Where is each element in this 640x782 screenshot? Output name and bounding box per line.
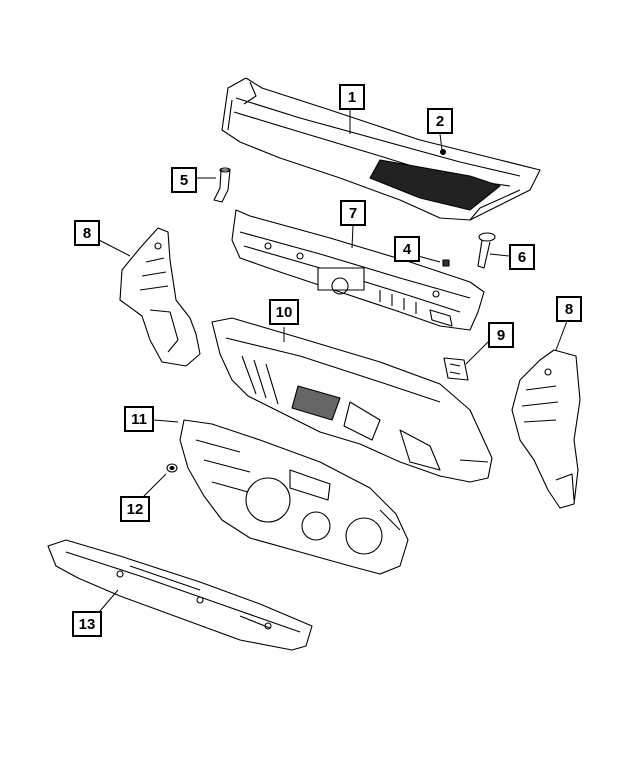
callout-part-12: 12 xyxy=(120,496,150,522)
part-tube xyxy=(213,167,231,203)
callout-part-10: 10 xyxy=(269,299,299,325)
part-dash-panel xyxy=(211,317,493,483)
callout-part-5: 5 xyxy=(171,167,197,193)
callout-part-6: 6 xyxy=(509,244,535,270)
callout-part-11: 11 xyxy=(124,406,154,432)
part-plug xyxy=(477,232,496,269)
callout-part-7: 7 xyxy=(340,200,366,226)
callout-part-13: 13 xyxy=(72,611,102,637)
part-cowl-reinforcement xyxy=(231,209,485,331)
callout-part-8-right: 8 xyxy=(556,296,582,322)
part-bracket-9 xyxy=(443,357,469,381)
part-pillar-left xyxy=(119,227,201,367)
part-cowl-panel xyxy=(221,77,541,221)
callout-part-8-left: 8 xyxy=(74,220,100,246)
leader-lines xyxy=(98,110,568,612)
callout-part-2: 2 xyxy=(427,108,453,134)
part-pillar-right xyxy=(511,349,581,509)
part-fastener-2 xyxy=(439,148,447,156)
part-dash-silencer xyxy=(179,419,409,575)
callout-part-9: 9 xyxy=(488,322,514,348)
part-nut-4 xyxy=(442,259,450,267)
part-plenum xyxy=(47,539,313,651)
callout-part-4: 4 xyxy=(394,236,420,262)
part-grommet xyxy=(166,463,178,473)
callout-part-1: 1 xyxy=(339,84,365,110)
